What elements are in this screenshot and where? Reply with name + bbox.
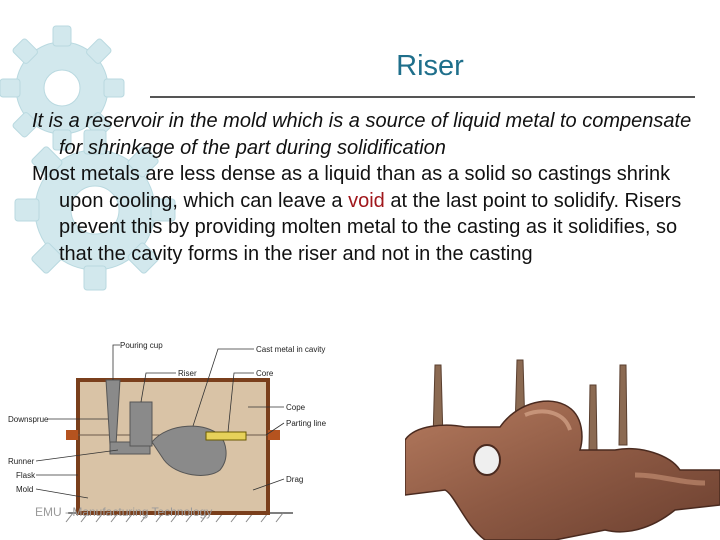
label-cast-metal: Cast metal in cavity bbox=[256, 345, 325, 354]
explanation-text-start: Most metals are less dense as a liquid t… bbox=[32, 163, 671, 212]
void-highlight: void bbox=[348, 189, 385, 212]
label-drag: Drag bbox=[286, 475, 303, 484]
bullet-definition: It is a reservoir in the mold which is a… bbox=[32, 110, 692, 159]
label-cope: Cope bbox=[286, 403, 306, 412]
casting-photo bbox=[405, 359, 720, 540]
label-runner: Runner bbox=[8, 457, 35, 466]
slide-title: Riser bbox=[396, 50, 464, 82]
footer-text: EMU - Manufacturing Technology bbox=[35, 505, 213, 519]
label-riser: Riser bbox=[178, 369, 197, 378]
gear-icon-background bbox=[0, 25, 176, 291]
sand-casting-diagram: Pouring cup Cast metal in cavity Riser C… bbox=[8, 341, 327, 523]
label-parting-line: Parting line bbox=[286, 419, 327, 428]
label-mold: Mold bbox=[16, 485, 33, 494]
label-downsprue: Downsprue bbox=[8, 415, 49, 424]
slide-body: It is a reservoir in the mold which is a… bbox=[32, 108, 697, 267]
label-core: Core bbox=[256, 369, 274, 378]
title-divider bbox=[150, 96, 695, 98]
label-pouring-cup: Pouring cup bbox=[120, 341, 163, 350]
label-flask: Flask bbox=[16, 471, 36, 480]
bullet-explanation: Most metals are less dense as a liquid t… bbox=[32, 161, 697, 267]
explanation-text-end: at the last point to solidify. Risers pr… bbox=[59, 189, 682, 265]
